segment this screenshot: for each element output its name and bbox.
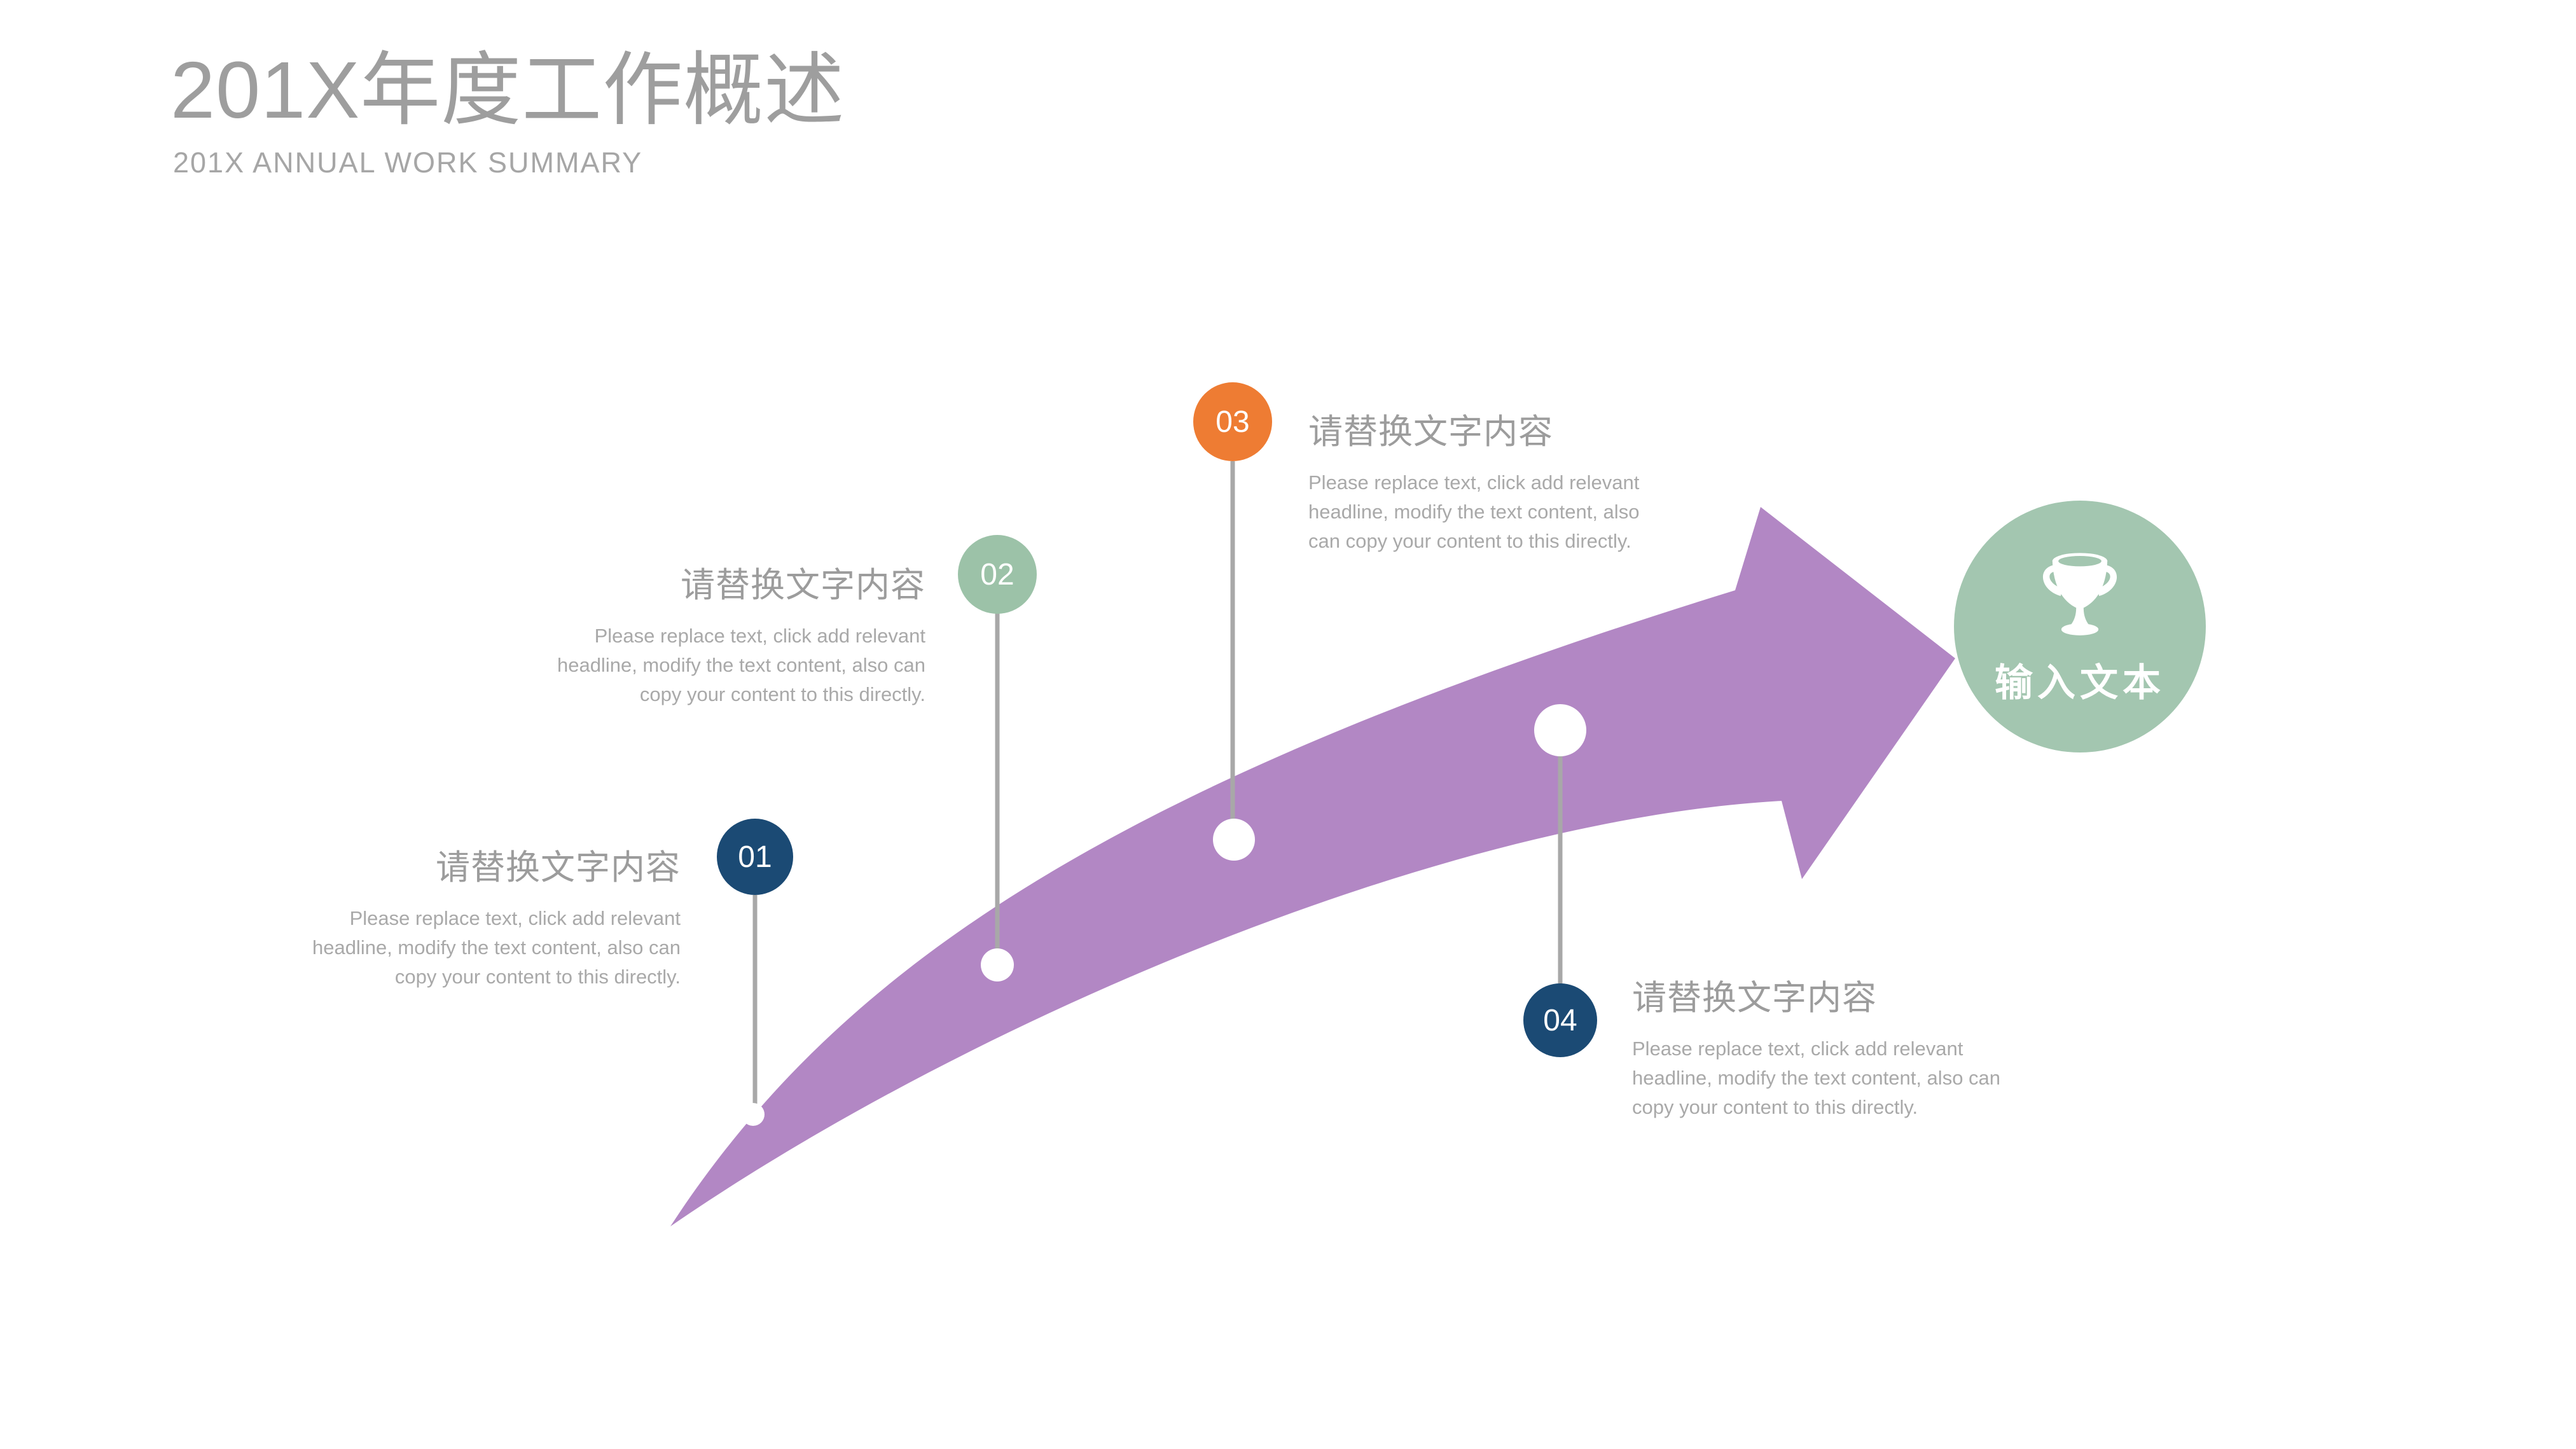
- step-heading: 请替换文字内容: [436, 849, 681, 887]
- step-badge-03: 03: [1193, 382, 1272, 461]
- step-text-01: 请替换文字内容 Please replace text, click add r…: [274, 848, 681, 992]
- page-title: 201X年度工作概述: [170, 45, 845, 135]
- step-body-line: Please replace text, click add relevant: [1632, 1037, 1963, 1060]
- step-body: Please replace text, click add relevant …: [274, 904, 681, 992]
- step-heading: 请替换文字内容: [1632, 979, 1877, 1017]
- step-body-line: copy your content to this directly.: [1632, 1096, 1918, 1118]
- milestone-dot-03: [1213, 819, 1255, 861]
- step-text-02: 请替换文字内容 Please replace text, click add r…: [518, 565, 925, 709]
- step-number: 03: [1215, 405, 1250, 439]
- milestone-dot-04: [1534, 704, 1586, 756]
- goal-label: 输入文本: [1995, 661, 2165, 704]
- connector-lines: [752, 461, 1563, 1106]
- step-body-line: Please replace text, click add relevant: [594, 625, 925, 647]
- goal-circle: 输入文本: [1954, 501, 2206, 752]
- curved-arrow-shape: [670, 507, 1955, 1226]
- step-body-line: headline, modify the text content, also …: [312, 936, 681, 959]
- step-body: Please replace text, click add relevant …: [1308, 468, 1766, 556]
- step-number: 04: [1543, 1003, 1577, 1037]
- step-body-line: headline, modify the text content, also: [1308, 501, 1640, 523]
- step-badge-02: 02: [958, 535, 1037, 614]
- milestone-dot-01: [742, 1103, 765, 1126]
- step-body-line: Please replace text, click add relevant: [349, 907, 681, 929]
- step-body-line: can copy your content to this directly.: [1308, 530, 1631, 552]
- milestone-dots: [742, 704, 1586, 1126]
- step-heading: 请替换文字内容: [681, 566, 925, 604]
- step-badge-04: 04: [1523, 983, 1597, 1057]
- step-body-line: Please replace text, click add relevant: [1308, 471, 1640, 494]
- step-body-line: copy your content to this directly.: [394, 966, 681, 988]
- step-body-line: headline, modify the text content, also …: [1632, 1067, 2001, 1089]
- milestone-dot-02: [981, 948, 1014, 981]
- step-number: 02: [980, 557, 1014, 592]
- step-body: Please replace text, click add relevant …: [1632, 1034, 2090, 1122]
- page-subtitle: 201X ANNUAL WORK SUMMARY: [173, 146, 643, 179]
- step-badge-01: 01: [717, 819, 793, 895]
- step-text-03: 请替换文字内容 Please replace text, click add r…: [1308, 412, 1766, 556]
- step-body: Please replace text, click add relevant …: [518, 621, 925, 709]
- step-number: 01: [738, 840, 772, 874]
- step-body-line: headline, modify the text content, also …: [557, 654, 925, 676]
- step-heading: 请替换文字内容: [1308, 413, 1553, 451]
- step-text-04: 请替换文字内容 Please replace text, click add r…: [1632, 978, 2090, 1122]
- step-body-line: copy your content to this directly.: [639, 683, 925, 705]
- trophy-icon: [2042, 552, 2117, 635]
